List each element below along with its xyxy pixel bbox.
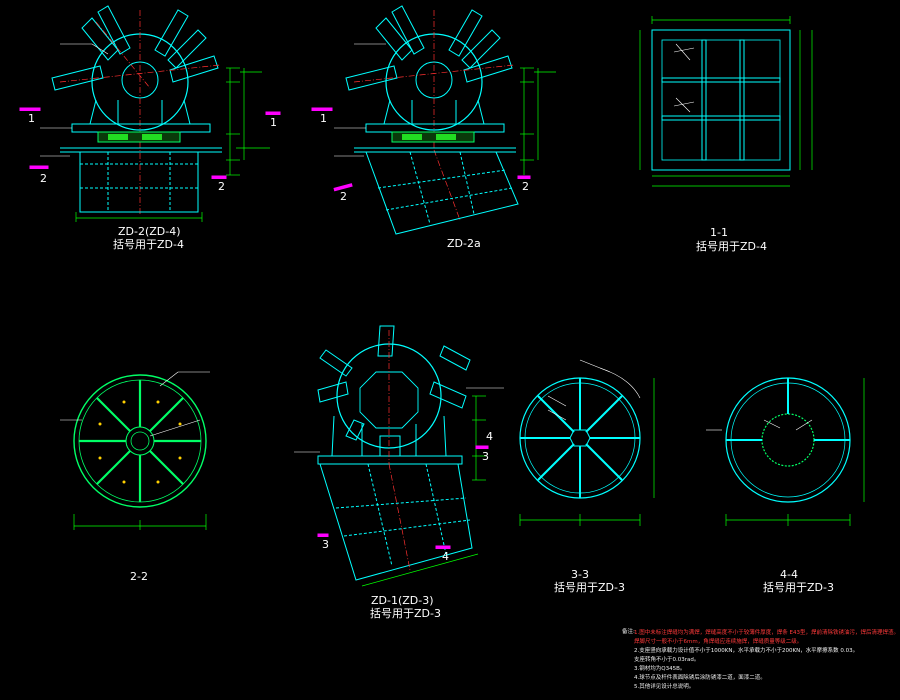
- note-line-1: 1.图中未标注焊缝均为满焊，焊缝高度不小于较薄件厚度，焊条 E43型，焊前清除铁…: [634, 628, 899, 636]
- notes-block: 备注: 1.图中未标注焊缝均为满焊，焊缝高度不小于较薄件厚度，焊条 E43型，焊…: [622, 627, 899, 690]
- base-plate: [317, 455, 463, 465]
- view-section-4-4: 4-4 括号用于ZD-3: [706, 377, 865, 594]
- hub: [125, 426, 155, 456]
- cut-mark-1: 1: [320, 112, 327, 125]
- view-title-zd2: ZD-2(ZD-4): [118, 225, 181, 238]
- leaders: [706, 419, 813, 431]
- center-lines: [59, 10, 221, 215]
- view-subtitle-zd1: 括号用于ZD-3: [370, 606, 441, 620]
- radial-ribs: [79, 380, 201, 502]
- view-title-1-1: 1-1: [710, 226, 728, 239]
- center-lines: [353, 10, 515, 221]
- dimension-lines: [361, 395, 486, 587]
- view-section-2-2: 2-2: [60, 371, 210, 583]
- cut-mark-4b: 4: [486, 430, 493, 443]
- dimension-lines: [75, 67, 270, 222]
- leaders: [60, 371, 210, 437]
- outer-plate: [651, 29, 791, 171]
- section-marks: [19, 107, 281, 179]
- base-plate: [354, 123, 516, 153]
- note-line-6: 4.球节点及杆件表面除锈后涂防锈漆二道，面漆二道。: [634, 673, 766, 681]
- cut-mark-2b: 2: [218, 180, 225, 193]
- view-subtitle-4-4: 括号用于ZD-3: [763, 580, 834, 594]
- dimension-lines: [519, 378, 655, 526]
- view-title-zd1: ZD-1(ZD-3): [371, 594, 434, 607]
- radial-ribs: [520, 378, 640, 498]
- leaders: [547, 359, 641, 421]
- dimension-lines: [520, 67, 556, 175]
- note-line-5: 3.钢材均为Q345B。: [634, 664, 685, 672]
- view-subtitle-3-3: 括号用于ZD-3: [554, 580, 625, 594]
- cut-mark-1a: 1: [28, 112, 35, 125]
- inclined-embed: [365, 151, 519, 235]
- section-marks: [311, 107, 531, 192]
- cut-mark-1b: 1: [270, 116, 277, 129]
- ball-inner-octagon: [359, 371, 419, 429]
- cut-mark-3b: 3: [322, 538, 329, 551]
- cut-mark-4a: 4: [442, 550, 449, 563]
- view-section-3-3: 3-3 括号用于ZD-3: [519, 359, 655, 594]
- center-lines: [388, 330, 411, 571]
- radial-ribs: [726, 378, 850, 441]
- view-subtitle-zd2: 括号用于ZD-4: [113, 237, 184, 251]
- note-line-7: 5.其他详见设计总说明。: [634, 682, 694, 690]
- section-marks: [317, 445, 489, 549]
- hub-inner: [130, 431, 150, 451]
- inclined-embed: [319, 463, 473, 581]
- tube-members: [317, 325, 471, 441]
- dimension-lines: [639, 16, 813, 187]
- view-subtitle-1-1: 括号用于ZD-4: [696, 239, 767, 253]
- tube-members: [345, 5, 513, 91]
- base-plate: [60, 123, 222, 153]
- anchor-marks: [98, 400, 182, 484]
- leaders: [673, 43, 695, 113]
- note-line-2: 焊脚尺寸一般不小于6mm，角焊缝应连续施焊，焊缝质量等级二级。: [634, 637, 802, 645]
- view-title-3-3: 3-3: [571, 568, 589, 581]
- rib-grid: [661, 39, 781, 161]
- view-zd1-elevation: 3 3 4 4 ZD-1(ZD-3) 括号用于ZD-3: [294, 325, 504, 620]
- view-zd2a-elevation: 1 2 2 ZD-2a: [311, 5, 556, 250]
- leaders: [40, 43, 109, 157]
- outer-ring: [73, 374, 207, 508]
- view-title-zd2a: ZD-2a: [447, 237, 481, 250]
- view-section-1-1: 1-1 括号用于ZD-4: [639, 16, 813, 253]
- leaders: [294, 387, 504, 453]
- tube-members: [51, 5, 219, 91]
- dimension-lines: [725, 378, 865, 526]
- dimension-lines: [73, 514, 207, 530]
- inner-plate: [661, 39, 781, 161]
- notes-heading: 备注:: [622, 627, 635, 635]
- note-line-3: 2.支座竖向承载力设计值不小于1000KN，水平承载力不小于200KN，水平摩擦…: [634, 646, 858, 654]
- cut-mark-3a: 3: [482, 450, 489, 463]
- view-zd2-elevation: 1 1 2 2 ZD-2(ZD-4) 括号用于ZD-4: [19, 5, 281, 251]
- cut-mark-2a: 2: [340, 190, 347, 203]
- view-title-4-4: 4-4: [780, 568, 798, 581]
- cut-mark-2a: 2: [40, 172, 47, 185]
- note-line-4: 支座转角不小于0.03rad。: [634, 655, 699, 663]
- cut-mark-2b: 2: [522, 180, 529, 193]
- center-tube: [761, 413, 815, 467]
- leaders: [334, 43, 386, 157]
- embed-box: [79, 151, 199, 213]
- view-title-2-2: 2-2: [130, 570, 148, 583]
